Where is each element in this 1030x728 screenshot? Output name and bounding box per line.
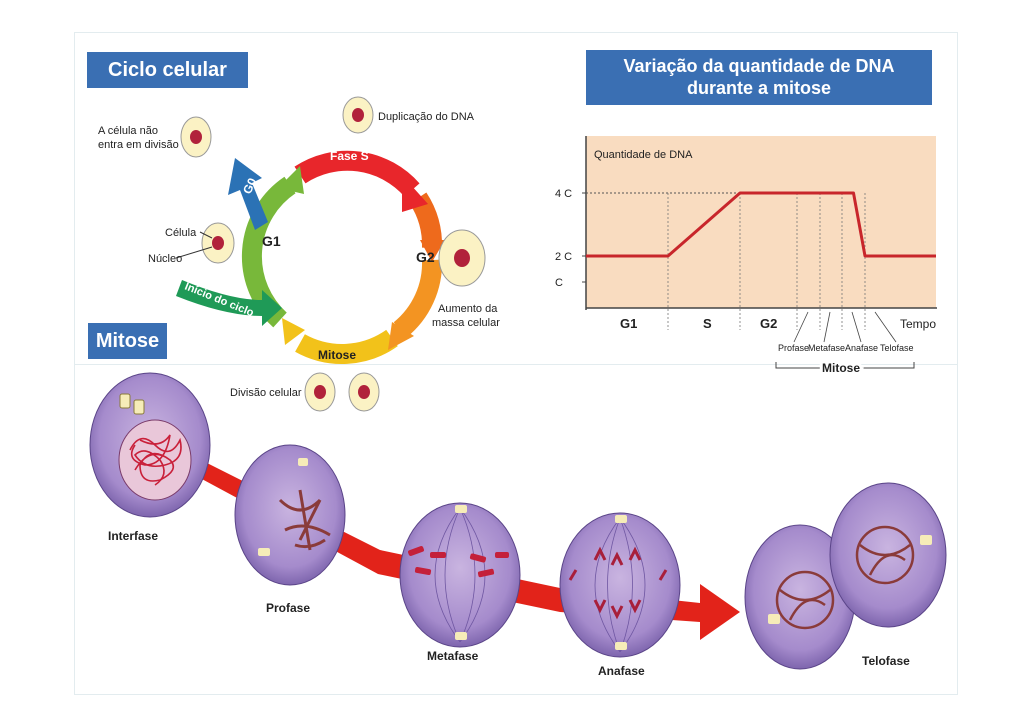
x-phase-label: G2 xyxy=(760,316,777,331)
mitosis-bracket-line xyxy=(775,362,915,369)
arrowhead-g1-end xyxy=(282,318,305,345)
mitosis-heading: Mitose xyxy=(88,323,167,359)
aumento-label-2: massa celular xyxy=(432,317,500,329)
section-divider xyxy=(74,364,958,365)
dna-chart-heading: Variação da quantidade de DNA durante a … xyxy=(586,50,932,105)
mitosis-phase-label: Profase xyxy=(778,343,809,353)
label-telofase: Telofase xyxy=(862,654,910,668)
arrowhead-g1 xyxy=(278,166,304,194)
mitosis-leader-line xyxy=(851,311,862,343)
mitose-arc-label: Mitose xyxy=(318,348,356,362)
cell-cycle-heading: Ciclo celular xyxy=(87,52,248,88)
y-axis-title: Quantidade de DNA xyxy=(594,149,693,161)
mitosis-bracket xyxy=(775,362,915,369)
mitosis-bracket-label: Mitose xyxy=(822,361,860,375)
divisao-label: Divisão celular xyxy=(230,387,302,399)
label-metafase: Metafase xyxy=(427,649,479,663)
celula-label: Célula xyxy=(165,227,197,239)
mitosis-phase-label: Metafase xyxy=(808,343,845,353)
cell-profase xyxy=(234,444,346,586)
g0-arrow xyxy=(228,158,268,230)
arrowhead-g2 xyxy=(420,240,445,262)
mitosis-phase-label: Anafase xyxy=(845,343,878,353)
fase-s-label: Fase S xyxy=(330,149,369,163)
y-tick-label: 2 C xyxy=(555,251,572,263)
x-phase-label: S xyxy=(703,316,712,331)
cell-telofase xyxy=(744,482,947,670)
mitosis-leader-line xyxy=(874,311,897,343)
cell-g2 xyxy=(438,229,486,287)
cell-nao-div xyxy=(180,116,212,158)
inicio-arrow xyxy=(176,280,282,326)
arc-mitose xyxy=(295,329,398,364)
arc-fase-s xyxy=(294,150,420,197)
g2-label: G2 xyxy=(416,249,435,265)
dup-dna-label: Duplicação do DNA xyxy=(378,111,475,123)
x-phase-label: G1 xyxy=(620,316,637,331)
cell-metafase xyxy=(399,502,521,648)
dna-heading-line2: durante a mitose xyxy=(686,78,832,98)
cell-interfase xyxy=(89,372,211,518)
nucleo-label: Núcleo xyxy=(148,253,182,265)
chart-background xyxy=(586,136,936,308)
label-anafase: Anafase xyxy=(598,664,645,678)
nao-div-label-1: A célula não xyxy=(98,125,158,137)
y-tick-label: C xyxy=(555,277,563,289)
dna-series-line xyxy=(586,191,936,258)
x-axis-title: Tempo xyxy=(900,317,936,331)
mitosis-leader-line xyxy=(823,311,831,343)
nao-div-label-2: entra em divisão xyxy=(98,139,179,151)
figure-frame xyxy=(74,32,958,695)
mitosis-phase-label: Telofase xyxy=(880,343,914,353)
arrowhead-s xyxy=(402,175,428,212)
cycle-arrowheads xyxy=(278,166,445,350)
y-tick-label: 4 C xyxy=(555,188,572,200)
cell-div-1 xyxy=(304,372,336,412)
cell-g1 xyxy=(201,222,235,264)
cell-div-2 xyxy=(348,372,380,412)
aumento-label-1: Aumento da xyxy=(438,303,498,315)
dna-heading-line1: Variação da quantidade de DNA xyxy=(623,56,895,76)
mitosis-leader-line xyxy=(793,311,809,343)
g1-label: G1 xyxy=(262,233,281,249)
cell-anafase xyxy=(559,512,681,658)
cell-dup-dna xyxy=(342,96,374,134)
label-profase: Profase xyxy=(266,601,310,615)
g0-label: G0 xyxy=(240,176,260,197)
arc-g2 xyxy=(393,259,443,338)
cycle-cells xyxy=(180,96,486,412)
arrowhead-mitose xyxy=(388,322,414,350)
label-interfase: Interfase xyxy=(108,529,158,543)
cycle-annotations: Duplicação do DNA A célula não entra em … xyxy=(98,111,500,399)
